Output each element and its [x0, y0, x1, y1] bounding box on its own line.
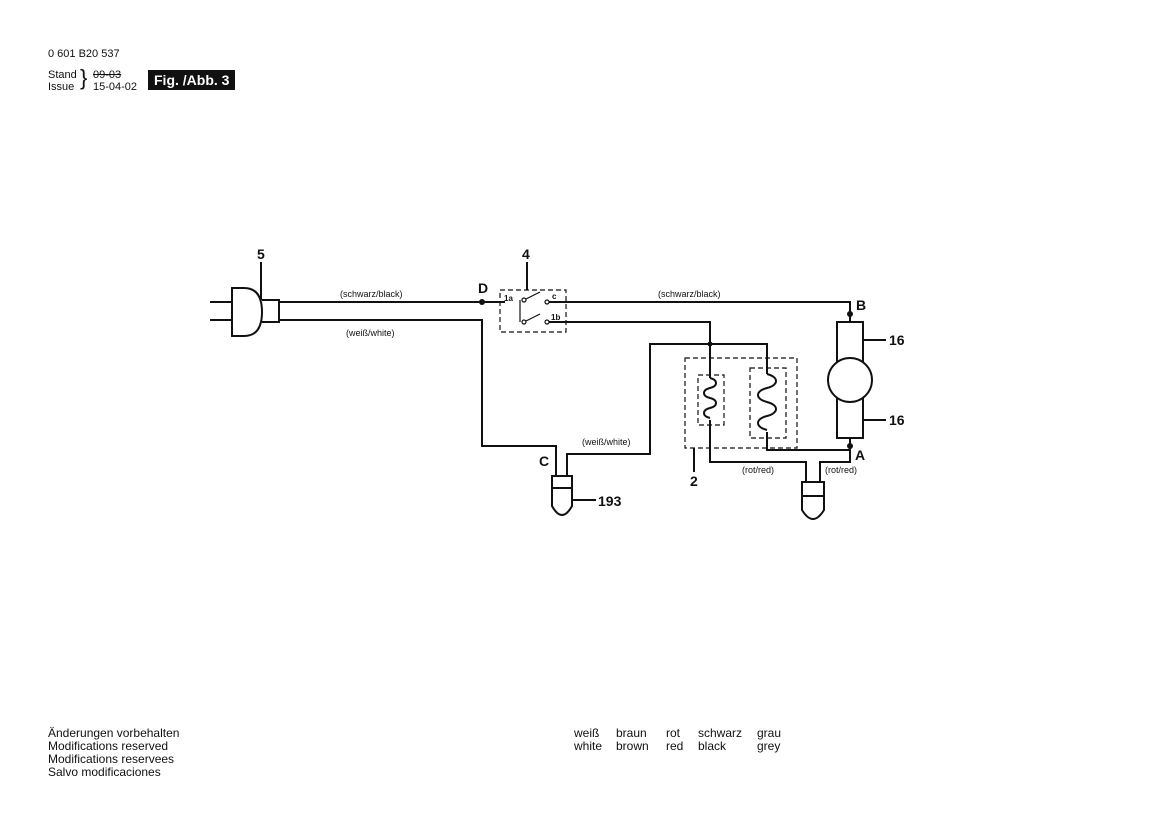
color-black-en: black	[698, 739, 727, 753]
wire-label-red-1: (rot/red)	[742, 465, 774, 475]
wire-label-white-1: (weiß/white)	[346, 328, 395, 338]
color-brown-en: brown	[616, 739, 649, 753]
note-de: Änderungen vorbehalten	[48, 726, 180, 740]
terminal-c: c	[552, 292, 557, 301]
note-es: Salvo modificaciones	[48, 765, 161, 779]
contact-c	[544, 299, 550, 305]
contact-1a	[521, 297, 527, 303]
switch-contacts	[519, 291, 550, 325]
plug-neck	[262, 299, 280, 323]
brace-icon: }	[80, 65, 88, 90]
wire-label-black-2: (schwarz/black)	[658, 289, 721, 299]
plug-body	[231, 287, 264, 337]
note-en: Modifications reserved	[48, 739, 169, 753]
junction-d	[479, 299, 485, 305]
junction-a	[847, 443, 853, 449]
field-housing	[684, 357, 798, 449]
large-coil	[757, 373, 777, 431]
junctions	[479, 299, 853, 449]
wire-red-coil-connector	[709, 420, 807, 482]
motor-armature	[827, 357, 873, 403]
connector-right-cap	[801, 481, 825, 497]
wire-label-white-2: (weiß/white)	[582, 437, 631, 447]
label-connector: 193	[598, 493, 622, 509]
label-motor-top: 16	[889, 332, 905, 348]
wire-white-plug-c	[279, 319, 557, 476]
stand-label: Stand	[48, 69, 77, 81]
contact-1a-lower	[521, 319, 527, 325]
label-switch: 4	[522, 246, 530, 262]
plug-pins	[210, 301, 232, 321]
wire-switch-1b-coil	[548, 321, 711, 378]
color-brown-de: braun	[616, 726, 647, 740]
wire-red-a-connector	[819, 450, 851, 482]
color-white-de: weiß	[574, 726, 600, 740]
color-red-en: red	[666, 739, 684, 753]
color-white-en: white	[574, 739, 603, 753]
color-grey-de: grau	[757, 726, 782, 740]
issue-label: Issue	[48, 81, 75, 93]
color-black-de: schwarz	[698, 726, 743, 740]
note-fr: Modifications reservees	[48, 752, 175, 766]
switch-levers	[525, 291, 541, 322]
small-coil-housing	[697, 374, 725, 426]
terminal-1a: 1a	[504, 294, 513, 303]
label-field: 2	[690, 473, 698, 489]
point-c: C	[539, 453, 549, 469]
figure-label: Fig. /Abb. 3	[148, 70, 236, 90]
point-b: B	[856, 297, 866, 313]
junction-crossover	[707, 341, 713, 347]
old-date: 09-03	[93, 69, 122, 81]
wire-white-c-coil	[566, 343, 768, 476]
wire-label-red-2: (rot/red)	[825, 465, 857, 475]
label-motor-bottom: 16	[889, 412, 905, 428]
issue-date: 15-04-02	[93, 81, 138, 93]
point-d: D	[478, 280, 488, 296]
terminal-1b: 1b	[551, 313, 560, 322]
connector-193-body	[551, 488, 573, 516]
wire-black-switch-b	[548, 301, 851, 322]
connector-193-cap	[551, 475, 573, 489]
contact-1b	[544, 319, 550, 325]
connector-right-body	[801, 496, 825, 520]
part-number: 0 601 B20 537	[48, 48, 120, 60]
switch-housing	[499, 289, 567, 333]
junction-b	[847, 311, 853, 317]
color-red-de: rot	[666, 726, 681, 740]
point-a: A	[855, 447, 865, 463]
small-coil	[703, 377, 717, 419]
large-coil-housing	[749, 367, 787, 439]
color-grey-en: grey	[757, 739, 781, 753]
label-plug: 5	[257, 246, 265, 262]
wire-label-black-1: (schwarz/black)	[340, 289, 403, 299]
dashed-boxes	[499, 289, 798, 449]
